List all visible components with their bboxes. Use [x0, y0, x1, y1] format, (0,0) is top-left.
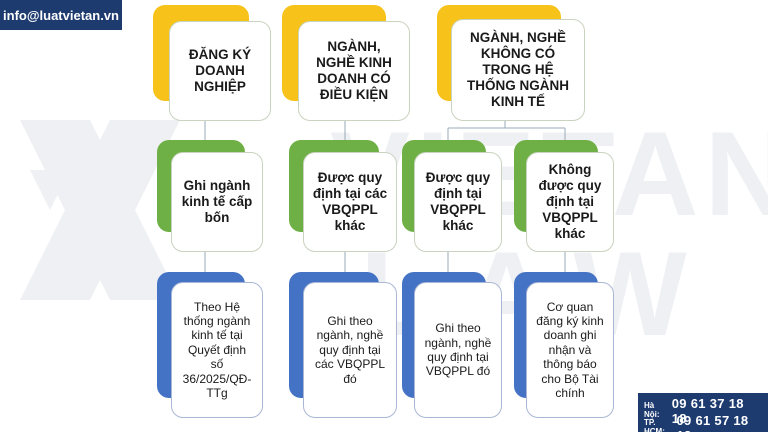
contact-badge: Hà Nội: 09 61 37 18 18 TP. HCM: 09 61 57… [638, 393, 768, 443]
condition-label: Được quy định tại VBQPPL khác [425, 169, 491, 234]
hcm-label: TP. HCM: [644, 418, 665, 436]
hanoi-phone[interactable]: 09 61 37 18 18 [671, 396, 744, 426]
result-box-record-per-doc: Ghi theo ngành, nghề quy định tại VBQPPL… [402, 272, 502, 418]
category-box-business-registration: ĐĂNG KÝ DOANH NGHIỆP [153, 5, 271, 121]
condition-box-not-regulated: Không được quy định tại VBQPPL khác [514, 140, 614, 252]
category-box-not-in-system: NGÀNH, NGHỀ KHÔNG CÓ TRONG HỆ THỐNG NGÀN… [437, 5, 585, 121]
condition-label: Ghi ngành kinh tế cấp bốn [181, 177, 253, 226]
result-label: Cơ quan đăng ký kinh doanh ghi nhận và t… [536, 299, 604, 400]
category-box-conditional-business: NGÀNH, NGHỀ KINH DOANH CÓ ĐIỀU KIỆN [282, 5, 410, 121]
result-label: Ghi theo ngành, nghề quy định tại VBQPPL… [424, 321, 492, 379]
result-box-economic-sector-system: Theo Hệ thống ngành kinh tế tại Quyết đị… [157, 272, 263, 418]
result-label: Theo Hệ thống ngành kinh tế tại Quyết đị… [182, 299, 252, 400]
hcm-phone[interactable]: 09 61 57 18 18 [676, 413, 749, 443]
category-label: ĐĂNG KÝ DOANH NGHIỆP [188, 46, 252, 95]
hanoi-label: Hà Nội: [644, 401, 660, 419]
email-text: info@luatvietan.vn [3, 7, 119, 23]
watermark-logo-stroke-2 [20, 120, 180, 300]
category-label: NGÀNH, NGHỀ KINH DOANH CÓ ĐIỀU KIỆN [316, 38, 392, 103]
condition-box-level-four-code: Ghi ngành kinh tế cấp bốn [157, 140, 263, 252]
result-box-record-per-docs: Ghi theo ngành, nghề quy định tại các VB… [289, 272, 397, 418]
watermark-logo-chevron [30, 170, 70, 210]
email-badge[interactable]: info@luatvietan.vn [0, 0, 122, 30]
condition-box-regulated-elsewhere: Được quy định tại VBQPPL khác [402, 140, 502, 252]
category-label: NGÀNH, NGHỀ KHÔNG CÓ TRONG HỆ THỐNG NGÀN… [467, 29, 569, 110]
condition-box-other-legal-docs: Được quy định tại các VBQPPL khác [289, 140, 397, 252]
condition-label: Được quy định tại các VBQPPL khác [312, 169, 388, 234]
contact-hanoi[interactable]: Hà Nội: 09 61 37 18 18 [644, 396, 762, 426]
result-label: Ghi theo ngành, nghề quy định tại các VB… [314, 314, 386, 386]
result-box-notify-ministry: Cơ quan đăng ký kinh doanh ghi nhận và t… [514, 272, 614, 418]
condition-label: Không được quy định tại VBQPPL khác [538, 161, 602, 242]
watermark-logo-stroke-1 [20, 120, 180, 300]
